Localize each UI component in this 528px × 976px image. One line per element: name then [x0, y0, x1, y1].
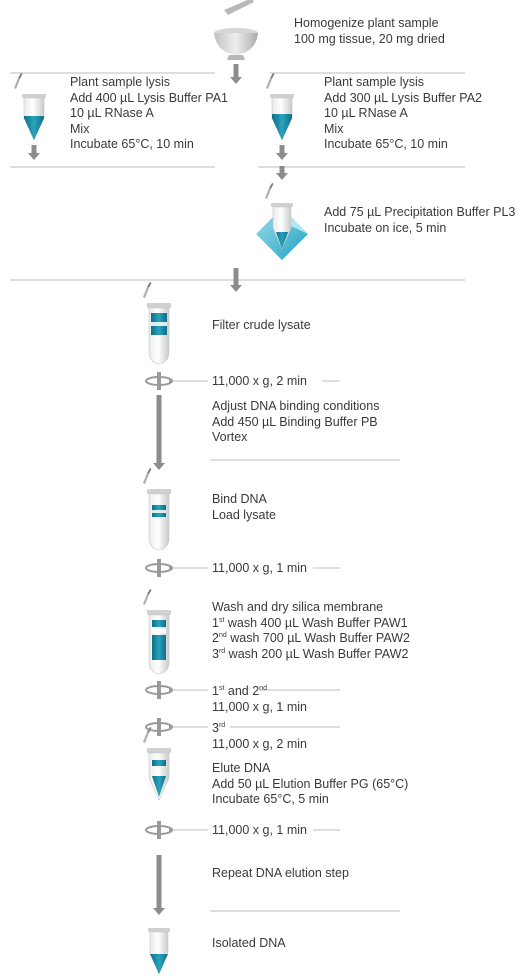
binding-conditions-step: Adjust DNA binding conditions Add 450 µL… [212, 399, 379, 446]
wash-title: Wash and dry silica membrane [212, 600, 384, 614]
repeat-step: Repeat DNA elution step [212, 866, 349, 882]
lysis-pa2-line: Mix [324, 121, 344, 136]
spin-3-label: 11,000 x g, 1 min [212, 823, 307, 839]
isolated-dna-text: Isolated DNA [212, 936, 286, 950]
spin-column-icon [143, 589, 171, 675]
down-arrow-icon [230, 268, 242, 292]
wash-spin-a: 1st and 2nd 11,000 x g, 1 min [212, 684, 307, 715]
precipitation-line: Incubate on ice, 5 min [324, 220, 447, 235]
rotor-icon [145, 558, 175, 578]
bind-step: Bind DNA Load lysate [212, 492, 276, 523]
wash-line-1: 1st wash 400 µL Wash Buffer PAW1 [212, 615, 408, 630]
tube-on-ice-icon [256, 183, 308, 260]
spin-2-text: 11,000 x g, 1 min [212, 561, 307, 575]
rotor-icon [145, 680, 175, 700]
lysis-pa1-line: Incubate 65°C, 10 min [70, 137, 194, 151]
homogenize-title: Homogenize plant sample [294, 16, 439, 30]
spin-lines [174, 380, 340, 831]
wash-spin-b-text: 11,000 x g, 2 min [212, 736, 307, 751]
homogenize-step: Homogenize plant sample 100 mg tissue, 2… [294, 16, 445, 47]
filter-step: Filter crude lysate [212, 318, 311, 334]
tube-icon [148, 928, 170, 975]
down-arrow-icon [153, 855, 165, 915]
down-arrow-icon [276, 166, 288, 180]
spin-1-text: 11,000 x g, 2 min [212, 374, 307, 388]
spin-3-text: 11,000 x g, 1 min [212, 823, 307, 837]
wash-spin-a-text: 11,000 x g, 1 min [212, 699, 307, 714]
wash-line-2: 2nd wash 700 µL Wash Buffer PAW2 [212, 631, 410, 645]
wash-line-3: 3rd wash 200 µL Wash Buffer PAW2 [212, 646, 409, 661]
lysis-pa2-step: Plant sample lysis Add 300 µL Lysis Buff… [324, 75, 482, 153]
spin-column-icon [143, 468, 171, 551]
homogenize-detail: 100 mg tissue, 20 mg dried [294, 31, 445, 46]
elute-line: Incubate 65°C, 5 min [212, 792, 329, 806]
down-arrow-icon [276, 145, 288, 160]
tube-icon [266, 73, 294, 141]
mortar-pestle-icon [214, 0, 258, 60]
rotor-icon [145, 820, 175, 840]
precipitation-step: Add 75 µL Precipitation Buffer PL3 Incub… [324, 205, 515, 236]
wash-step: Wash and dry silica membrane 1st wash 40… [212, 600, 410, 662]
lysis-pa2-line: Add 300 µL Lysis Buffer PA2 [324, 90, 482, 105]
bind-line: Load lysate [212, 507, 276, 522]
lysis-pa2-line: Plant sample lysis [324, 75, 425, 89]
binding-line: Add 450 µL Binding Buffer PB [212, 414, 378, 429]
spin-2-label: 11,000 x g, 1 min [212, 561, 307, 577]
lysis-pa1-line: Plant sample lysis [70, 75, 171, 89]
lysis-pa1-line: 10 µL RNase A [70, 106, 154, 120]
down-arrow-icon [28, 145, 40, 160]
filter-column-icon [143, 282, 171, 365]
elute-step: Elute DNA Add 50 µL Elution Buffer PG (6… [212, 761, 408, 808]
tube-icon [14, 73, 46, 141]
wash-spin-b-label: 3rd [212, 721, 226, 735]
binding-line: Vortex [212, 430, 248, 444]
binding-line: Adjust DNA binding conditions [212, 399, 380, 413]
lysis-pa2-line: 10 µL RNase A [324, 106, 408, 120]
down-arrow-icon [153, 395, 165, 470]
elution-column-icon [143, 727, 171, 801]
wash-spin-b: 3rd 11,000 x g, 2 min [212, 721, 307, 752]
lysis-pa1-line: Mix [70, 121, 90, 136]
filter-title: Filter crude lysate [212, 318, 311, 332]
repeat-text: Repeat DNA elution step [212, 866, 349, 880]
lysis-pa1-step: Plant sample lysis Add 400 µL Lysis Buff… [70, 75, 228, 153]
precipitation-line: Add 75 µL Precipitation Buffer PL3 [324, 205, 516, 219]
spin-1-label: 11,000 x g, 2 min [212, 374, 307, 390]
lysis-pa1-line: Add 400 µL Lysis Buffer PA1 [70, 90, 228, 105]
elute-line: Elute DNA [212, 761, 271, 775]
wash-spin-a-label: 1st and 2nd [212, 684, 267, 698]
rotor-icon [145, 371, 175, 391]
rotor-icon [145, 717, 175, 737]
down-arrow-icon [230, 64, 242, 84]
lysis-pa2-line: Incubate 65°C, 10 min [324, 137, 448, 151]
elute-line: Add 50 µL Elution Buffer PG (65°C) [212, 776, 409, 791]
bind-line: Bind DNA [212, 492, 267, 506]
isolated-dna-step: Isolated DNA [212, 936, 286, 952]
flow-arrows [28, 64, 288, 915]
